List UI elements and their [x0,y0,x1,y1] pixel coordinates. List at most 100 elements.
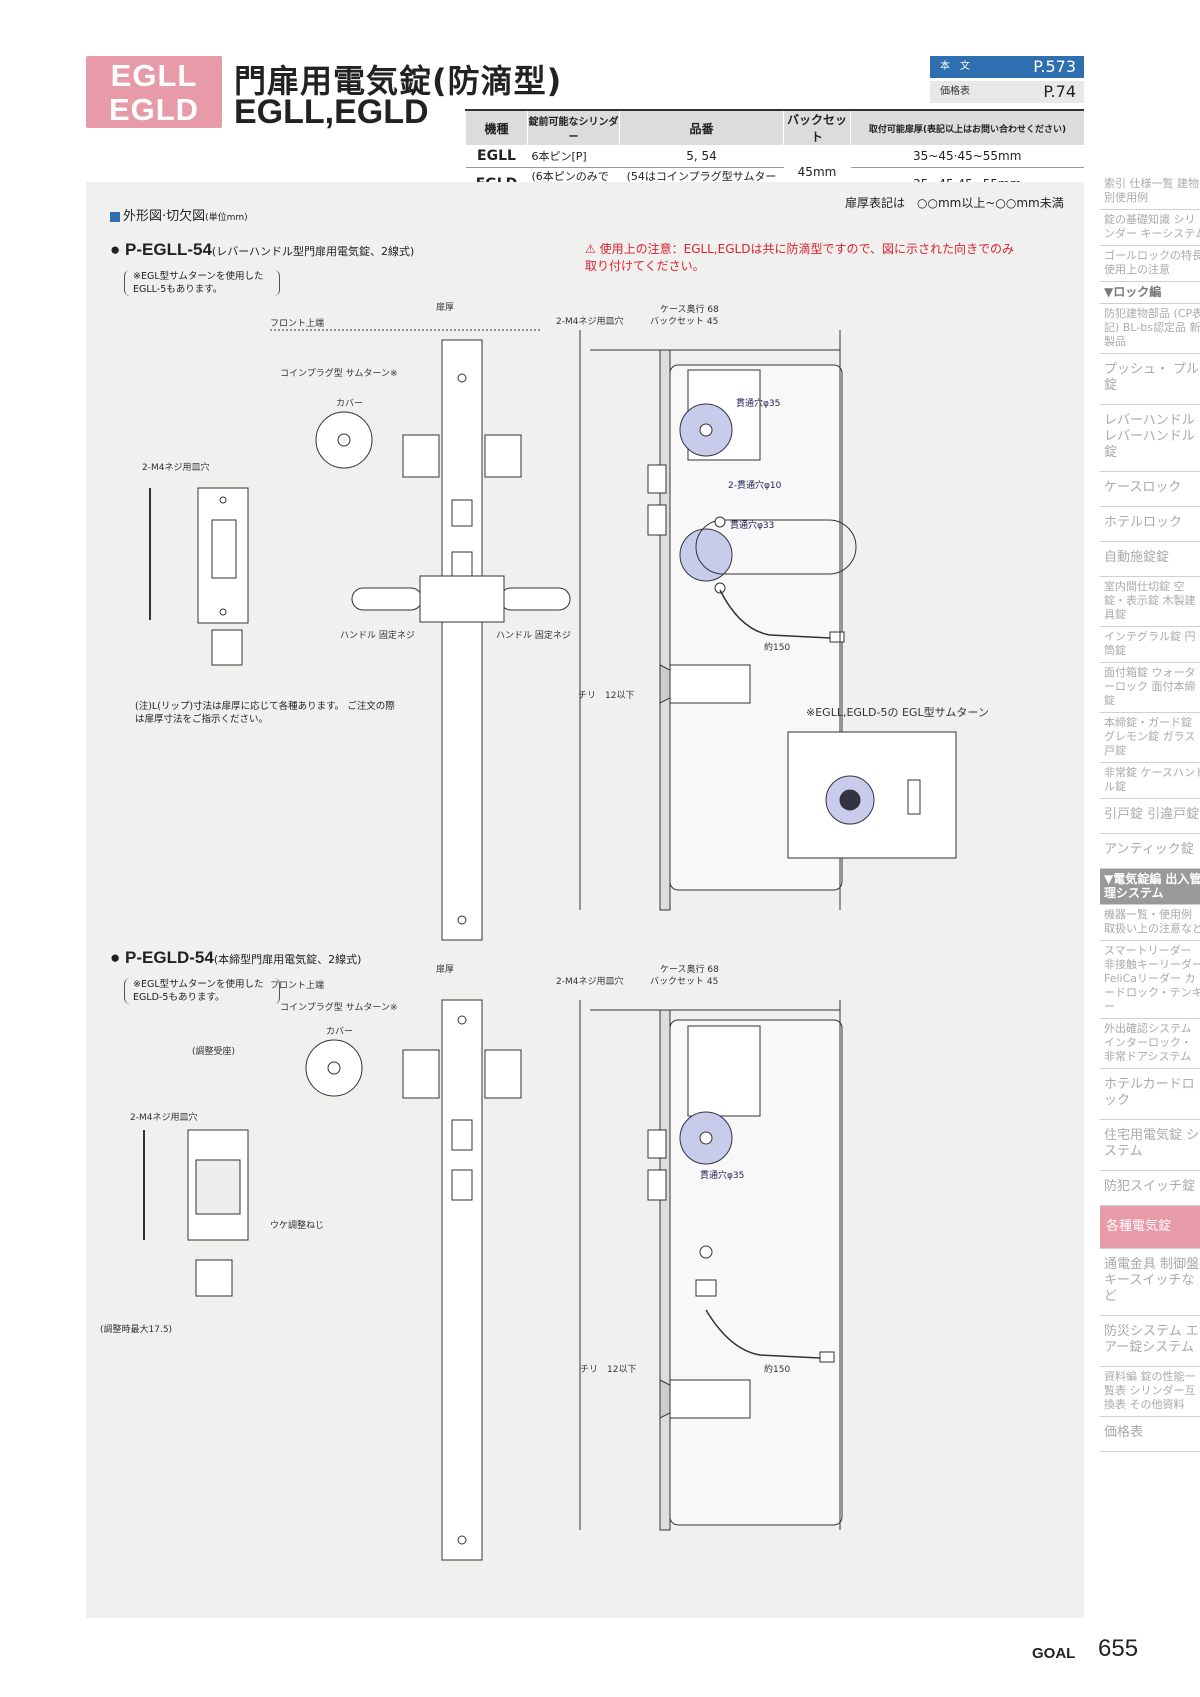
product-title: ● P-EGLL-54(レバーハンドル型門扉用電気錠、2線式) [110,240,414,260]
ref-price-page: P.74 [980,81,1084,103]
product-note: ※EGL型サムターンを使用した EGLL-5もあります。 [124,270,280,296]
side-index-item[interactable]: ▼電気錠編 出入管理システム [1100,869,1200,905]
spec-col-thickness: 取付可能扉厚(表記以上はお問い合わせください) [850,109,1084,145]
section-unit: (単位mm) [205,213,248,223]
brand-logo: GOAL [1032,1645,1076,1662]
lip-note: (注)L(リップ)寸法は扉厚に応じて各種あります。 ご注文の際は扉厚寸法をご指示… [135,701,395,725]
label-adjust-max: (調整時最大17.5) [100,1323,172,1335]
label-backset: バックセット 45 [650,976,718,987]
warning-text: EGLL,EGLDは共に防滴型ですので、図に示された向きでのみ取り付けてください… [585,242,1015,273]
side-index-item[interactable]: レバーハンドル レバーハンドル錠 [1100,405,1200,472]
product-title: ● P-EGLD-54(本締型門扉用電気錠、2線式) [110,948,361,968]
label-backset: バックセット 45 [650,316,718,327]
label-uke-screw: ウケ調整ねじ [270,1219,324,1231]
side-index-item[interactable]: 自動施錠錠 [1100,542,1200,577]
drawing-egld: 扉厚 フロント上端 コインプラグ型 サムターン※ カバー (調整受座) 2-M4… [100,960,1080,1580]
badge-line-1: EGLL [110,58,198,93]
label-handle-left: ハンドル 固定ネジ [340,629,415,641]
side-index-item[interactable]: 防犯建物部品 (CP表記) BL-bs認定品 新製品 [1100,304,1200,354]
side-index-item[interactable]: 価格表 [1100,1417,1200,1452]
side-index-item[interactable]: ホテルロック [1100,507,1200,542]
label-m4-screw-body: 2-M4ネジ用皿穴 [556,975,623,987]
side-index-item[interactable]: 錠の基礎知識 シリンダー キーシステム [1100,210,1200,246]
side-index-item[interactable]: 防災システム エアー錠システム [1100,1316,1200,1367]
drawing-egll: 扉厚 フロント上端 コインプラグ型 サムターン※ カバー 2-M4ネジ用皿穴 2… [100,290,1080,941]
bullet-icon: ● [110,240,121,259]
usage-warning: ⚠ 使用上の注意：EGLL,EGLDは共に防滴型ですので、図に示された向きでのみ… [585,240,1025,274]
side-index-item[interactable]: 資料編 錠の性能一覧表 シリンダー互換表 その他資料 [1100,1367,1200,1417]
label-through-hole-33: 貫通穴φ33 [730,519,774,531]
label-through-hole-35: 貫通穴φ35 [736,397,780,409]
product-name: P-EGLD-54 [125,948,214,967]
side-index-item[interactable]: 非常錠 ケースハンドル錠 [1100,763,1200,799]
side-index-item[interactable]: 索引 仕様一覧 建物別使用例 [1100,174,1200,210]
ref-body-page: P.573 [980,56,1084,78]
egld-technical-drawing: 扉厚 フロント上端 コインプラグ型 サムターン※ カバー (調整受座) 2-M4… [100,963,843,1561]
spec-cylinder: 6本ピン[P] [527,145,620,168]
label-handle-right: ハンドル 固定ネジ [496,629,571,641]
side-index-item[interactable]: 住宅用電気錠 システム [1100,1120,1200,1171]
label-through-hole-35: 貫通穴φ35 [700,1169,744,1181]
label-adjust-seat: (調整受座) [192,1045,235,1057]
spec-thickness: 35~45·45~55mm [850,145,1084,168]
side-index-item[interactable]: ゴールロックの特長 使用上の注意 [1100,246,1200,282]
side-index-item[interactable]: アンティック錠 [1100,834,1200,869]
thickness-note: 扉厚表記は ○○mm以上~○○mm未満 [845,196,1064,210]
product-desc: (レバーハンドル型門扉用電気錠、2線式) [211,245,415,258]
side-index-item[interactable]: 引戸錠 引違戸錠 [1100,799,1200,834]
page-title-jp: 門扉用電気錠(防滴型) [234,62,563,100]
spec-header-row: 機種 錠前可能なシリンダー 品番 バックセット 取付可能扉厚(表記以上はお問い合… [465,109,1084,145]
ref-body-row[interactable]: 本 文 P.573 [930,56,1084,78]
side-index-item[interactable]: インテグラル錠 円筒錠 [1100,627,1200,663]
ref-price-label: 価格表 [930,81,980,103]
side-index-item[interactable]: ケースロック [1100,472,1200,507]
label-through-hole-10: 2-貫通穴φ10 [728,479,782,491]
warning-icon: ⚠ [585,242,596,256]
product-name: P-EGLL-54 [125,240,212,259]
spec-col-number: 品番 [619,109,784,145]
side-index-item[interactable]: 室内間仕切錠 空錠・表示錠 木製建具錠 [1100,577,1200,627]
label-m4-screw: 2-M4ネジ用皿穴 [130,1111,197,1123]
badge-line-2: EGLD [108,92,200,127]
label-front-top: フロント上端 [270,317,324,329]
product-badge: EGLL EGLD [86,56,222,128]
bullet-icon: ● [110,948,121,967]
label-cover: カバー [326,1026,353,1037]
page-number: 655 [1098,1635,1139,1662]
label-front-top: フロント上端 [270,979,324,991]
side-index-item[interactable]: スマートリーダー 非接触キーリーダー FeliCaリーダー カードロック・テンキ… [1100,941,1200,1019]
side-index-item[interactable]: ▼ロック編 [1100,282,1200,304]
side-index-item[interactable]: プッシュ・ プル錠 [1100,354,1200,405]
side-index-item[interactable]: ホテルカードロック [1100,1069,1200,1120]
side-index-item[interactable]: 本締錠・ガード錠 グレモン錠 ガラス戸錠 [1100,713,1200,763]
side-index-item[interactable]: 外出確認システム インターロック・ 非常ドアシステム [1100,1019,1200,1069]
label-door-thickness: 扉厚 [436,963,454,975]
label-coin-plug: コインプラグ型 サムターン※ [280,367,398,379]
side-index-item[interactable]: 防犯スイッチ錠 [1100,1171,1200,1206]
ref-price-row[interactable]: 価格表 P.74 [930,81,1084,103]
product-note: ※EGL型サムターンを使用した EGLD-5もあります。 [124,978,280,1004]
spec-col-cylinder: 錠前可能なシリンダー [527,109,620,145]
label-door-thickness: 扉厚 [436,301,454,313]
spec-row: EGLL 6本ピン[P] 5, 54 45mm 35~45·45~55mm [465,145,1084,201]
page-references: 本 文 P.573 価格表 P.74 [930,56,1084,106]
label-inset-title: ※EGLL,EGLD-5の EGL型サムターン [806,705,989,719]
product-desc: (本締型門扉用電気錠、2線式) [213,953,362,966]
section-title: 外形図·切欠図(単位mm) [110,205,248,224]
label-m4-screw-body: 2-M4ネジ用皿穴 [556,315,623,327]
spec-model: EGLL [465,145,528,168]
warning-label: 使用上の注意： [599,242,684,256]
section-square-icon [110,211,120,222]
side-index-item[interactable]: 面付箱錠 ウォーターロック 面付本締錠 [1100,663,1200,713]
egll-technical-drawing: 扉厚 フロント上端 コインプラグ型 サムターン※ カバー 2-M4ネジ用皿穴 2… [142,301,989,941]
side-index-item[interactable]: 各種電気錠 [1100,1206,1200,1249]
ref-body-label: 本 文 [930,56,980,78]
side-index-item[interactable]: 機器一覧・使用例 取扱い上の注意など [1100,905,1200,941]
side-index-item[interactable]: 通電金具 制御盤 キースイッチなど [1100,1249,1200,1316]
spec-col-model: 機種 [465,109,528,145]
label-m4-screw: 2-M4ネジ用皿穴 [142,461,209,473]
page-title-en: EGLL,EGLD [234,93,429,131]
side-index: 索引 仕様一覧 建物別使用例錠の基礎知識 シリンダー キーシステムゴールロックの… [1100,174,1200,1452]
label-approx150: 約150 [764,641,790,653]
label-cover: カバー [336,398,363,409]
